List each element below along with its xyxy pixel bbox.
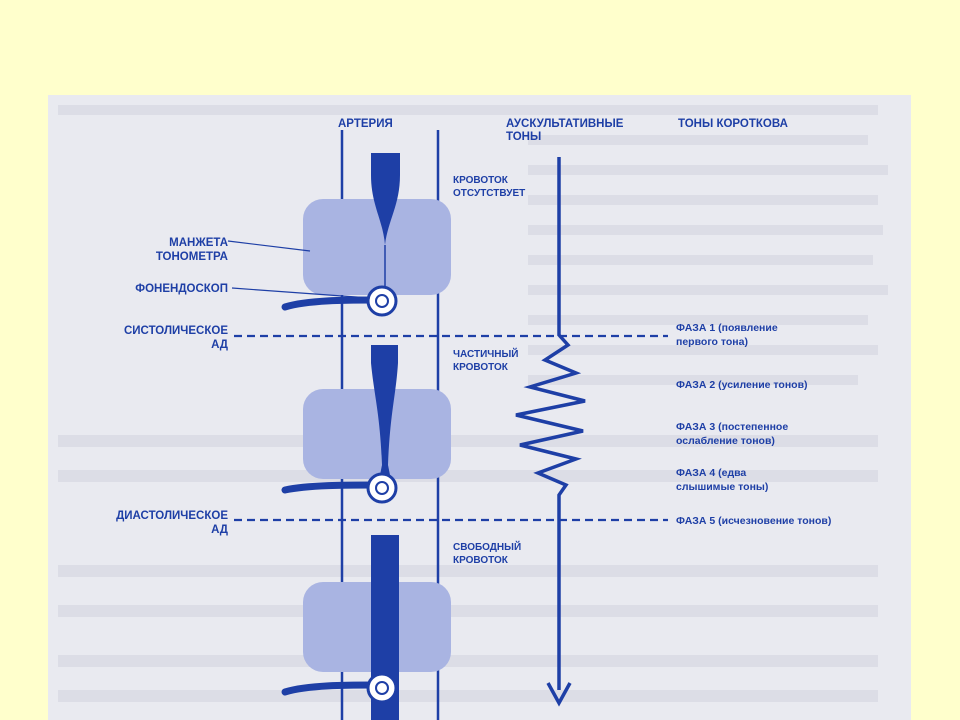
flow-partial-line1: ЧАСТИЧНЫЙ [453, 347, 519, 360]
artery-segment-no-flow [281, 153, 451, 317]
label-cuff-line2: ТОНОМЕТРА [156, 251, 228, 263]
flow-none-line2: ОТСУТСТВУЕТ [453, 188, 525, 199]
phase-3-line1: ФАЗА 3 (постепенное [676, 421, 788, 433]
korotkov-sounds-diagram: АРТЕРИЯ АУСКУЛЬТАТИВНЫЕ ТОНЫ ТОНЫ КОРОТК… [48, 95, 911, 720]
background-texture [58, 105, 888, 702]
label-systolic-line2: АД [211, 339, 228, 351]
header-auscultatory-line1: АУСКУЛЬТАТИВНЫЕ [506, 118, 624, 130]
flow-none-line1: КРОВОТОК [453, 175, 509, 186]
auscultatory-sound-line [515, 157, 586, 690]
phase-1-line2: первого тона) [676, 336, 748, 348]
phase-3-line2: ослабление тонов) [676, 435, 775, 447]
flow-free-line1: СВОБОДНЫЙ [453, 540, 521, 553]
blood-flow-middle [371, 345, 398, 465]
phase-5: ФАЗА 5 (исчезновение тонов) [676, 515, 831, 527]
label-diastolic-line1: ДИАСТОЛИЧЕСКОЕ [116, 510, 228, 522]
flow-free-line2: КРОВОТОК [453, 555, 509, 566]
pressure-lines [234, 334, 668, 522]
header-auscultatory-line2: ТОНЫ [506, 131, 541, 143]
label-diastolic-line2: АД [211, 524, 228, 536]
stethoscope-tube-bottom [281, 681, 377, 696]
stethoscope-tube-top [281, 296, 377, 311]
header-korotkov: ТОНЫ КОРОТКОВА [678, 118, 788, 130]
artery-segment-free-flow [281, 535, 451, 720]
phase-2: ФАЗА 2 (усиление тонов) [676, 379, 808, 391]
artery-segment-partial-flow [281, 345, 451, 504]
phase-4-line2: слышимые тоны) [676, 481, 768, 493]
stethoscope-tube-middle [281, 481, 377, 494]
label-systolic-line1: СИСТОЛИЧЕСКОЕ [124, 325, 228, 337]
label-cuff-line1: МАНЖЕТА [169, 237, 228, 249]
leader-lines [227, 240, 371, 299]
blood-flow-top [371, 153, 400, 245]
cuff-middle [303, 389, 451, 479]
phase-1-line1: ФАЗА 1 (появление [676, 322, 778, 334]
diagram-svg: АРТЕРИЯ АУСКУЛЬТАТИВНЫЕ ТОНЫ ТОНЫ КОРОТК… [58, 105, 888, 720]
phase-4-line1: ФАЗА 4 (едва [676, 467, 746, 479]
header-artery: АРТЕРИЯ [338, 118, 393, 130]
label-stethoscope: ФОНЕНДОСКОП [135, 283, 228, 295]
cuff-top [303, 199, 451, 295]
down-arrow-icon [546, 682, 572, 707]
flow-partial-line2: КРОВОТОК [453, 362, 509, 373]
